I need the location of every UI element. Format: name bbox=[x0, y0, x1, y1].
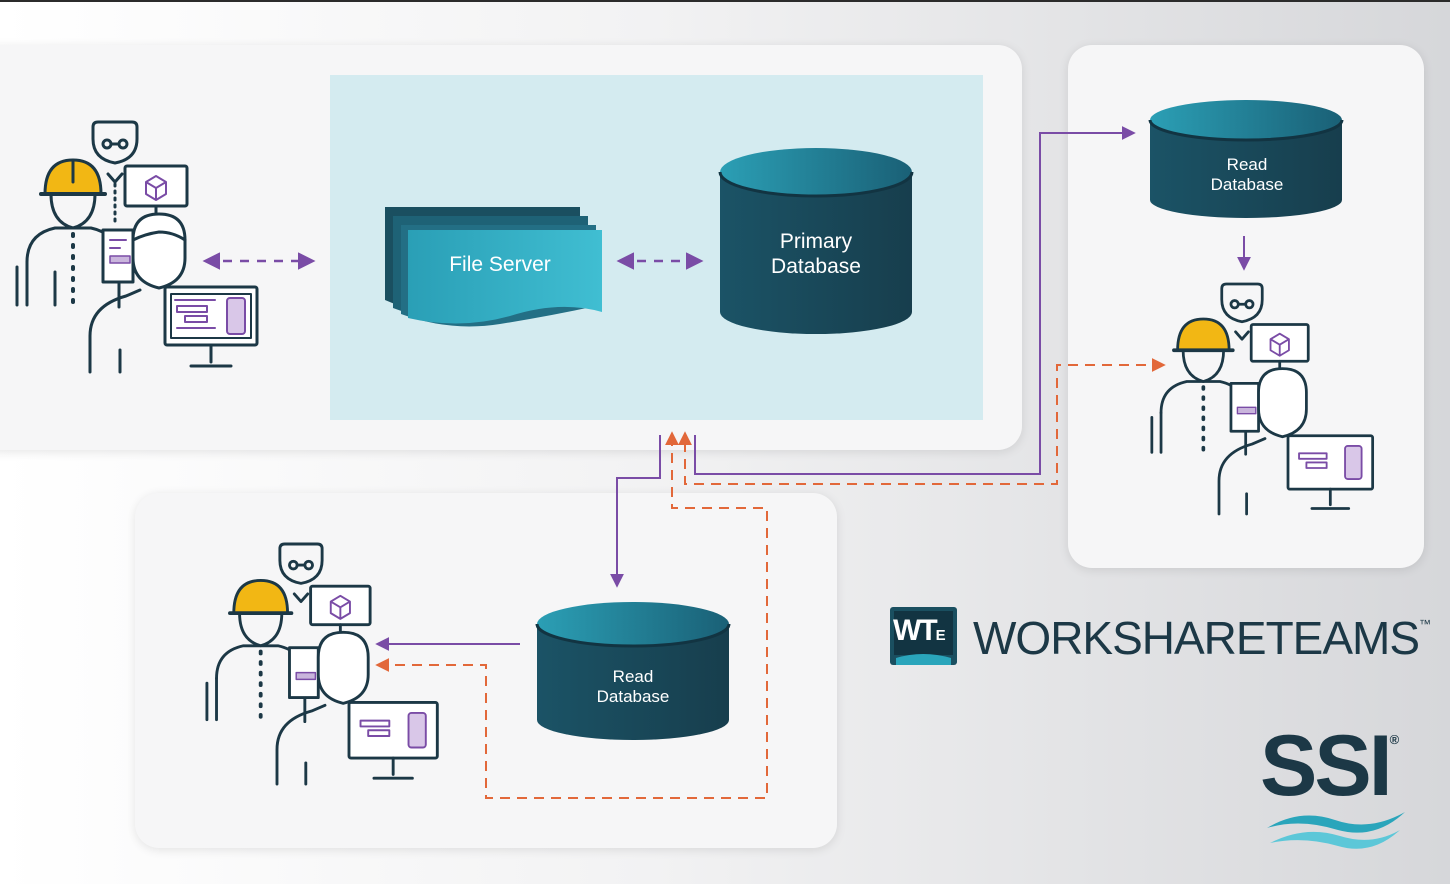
workshare-teams-text: WORKSHARETEAMS bbox=[973, 612, 1420, 664]
workshare-teams-wordmark: WORKSHARETEAMS™ bbox=[973, 611, 1431, 665]
bottom-users-upload-line bbox=[375, 431, 768, 799]
right-users-upload-line bbox=[678, 358, 1166, 485]
top-border bbox=[0, 0, 1450, 2]
cube-monitor bbox=[123, 164, 189, 220]
clipboard bbox=[101, 228, 135, 284]
primary-database-line1: Primary bbox=[779, 230, 853, 253]
read-database-bottom-line2: Database bbox=[596, 687, 670, 707]
wte-badge-sub: E bbox=[935, 627, 946, 644]
registered-symbol: ® bbox=[1389, 732, 1400, 747]
primary-database-line2: Database bbox=[771, 255, 861, 279]
trademark-symbol: ™ bbox=[1419, 617, 1431, 631]
scientist-figure bbox=[91, 120, 139, 224]
read-database-right-line2: Database bbox=[1210, 175, 1284, 195]
primary-to-right-read-line bbox=[694, 126, 1136, 475]
read-database-bottom-line1: Read bbox=[612, 667, 654, 686]
read-database-right-label: Read Database bbox=[1167, 155, 1327, 196]
read-database-right-line1: Read bbox=[1226, 155, 1268, 174]
primary-database-label: Primary Database bbox=[736, 229, 896, 279]
ssi-logo-text: SSI® bbox=[1260, 723, 1399, 809]
wte-badge-text: WTE bbox=[893, 614, 955, 648]
file-server-label: File Server bbox=[449, 253, 551, 276]
read-database-bottom-label: Read Database bbox=[553, 667, 713, 708]
front-user-figure bbox=[88, 212, 187, 374]
ssi-text: SSI bbox=[1260, 718, 1393, 814]
wte-badge-main: WT bbox=[893, 614, 938, 647]
big-monitor bbox=[163, 285, 259, 368]
